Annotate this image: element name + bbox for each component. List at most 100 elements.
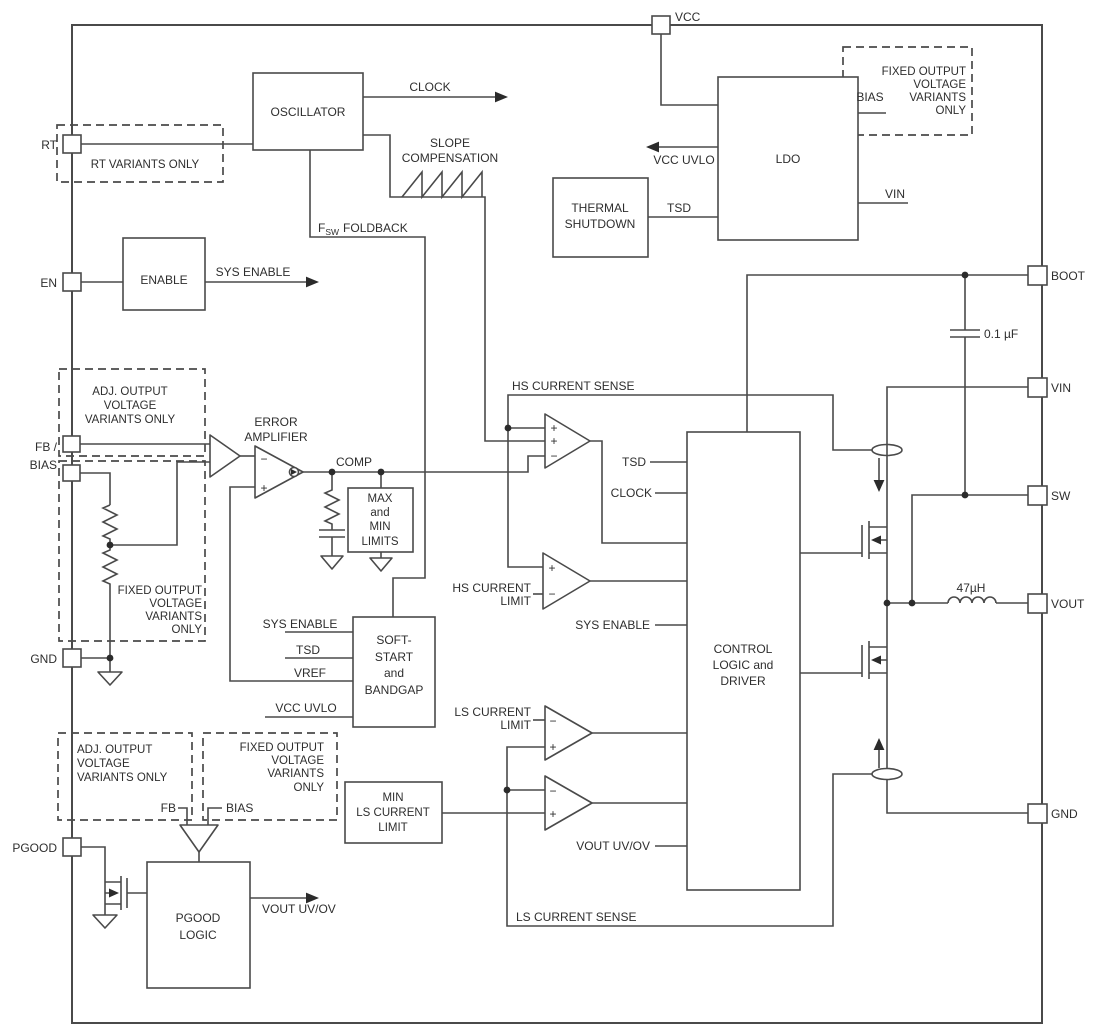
error-amplifier-symbol: [254, 445, 304, 499]
softstart-label-2: START: [375, 650, 414, 664]
gnd-wire: [81, 657, 111, 672]
pgood-fb-mux: [179, 824, 219, 853]
control-logic-driver-block: [686, 431, 801, 891]
lslim-minus-sign: −: [549, 714, 556, 728]
fixed-variants-box-mid: [58, 460, 206, 642]
lslim-plus-sign: +: [549, 740, 556, 754]
pin-sw-label: SW: [1051, 489, 1071, 503]
vref-wire: [229, 486, 353, 682]
ground-symbols: [92, 555, 393, 929]
gnd-left-pin: [62, 648, 82, 668]
minls-minus-sign: −: [549, 784, 556, 798]
min-ls-current-limit-block: [344, 781, 443, 844]
adj-bottom-label-1: ADJ. OUTPUT: [77, 744, 152, 756]
fixed-mid-label-4: ONLY: [172, 624, 203, 636]
enable-label: ENABLE: [140, 273, 187, 287]
bias-out-label: BIAS: [856, 90, 883, 104]
fixed-variants-box-bottom: [202, 732, 338, 821]
vref-label: VREF: [294, 666, 326, 680]
pwm-plus1-sign: +: [550, 421, 557, 435]
ls-current-limit-label-1: LS CURRENT: [454, 705, 531, 719]
fixed-top-label-2: VOLTAGE: [913, 79, 966, 91]
vcc-pin: [651, 15, 671, 35]
softstart-label-3: and: [384, 666, 404, 680]
soft-start-bandgap-block: [352, 616, 436, 728]
pin-rt-label: RT: [41, 138, 57, 152]
control-label-2: LOGIC and: [713, 658, 774, 672]
error-amp-label-1: ERROR: [254, 415, 298, 429]
divider-tap-wire: [110, 461, 210, 546]
sys-enable-arrow-icon: [306, 276, 319, 288]
function-blocks: [122, 72, 859, 989]
ls-current-sense-label: LS CURRENT SENSE: [516, 910, 636, 924]
sys-enable-ctrl-label: SYS ENABLE: [575, 618, 650, 632]
thermal-shutdown-block: [552, 177, 649, 258]
maxmin-label-1: MAX: [368, 493, 393, 505]
arrowheads: [306, 91, 659, 904]
vout-pin: [1027, 593, 1048, 614]
fixed-top-label-4: ONLY: [936, 105, 967, 117]
pin-pgood-label: PGOOD: [12, 841, 57, 855]
maxmin-label-4: LIMITS: [361, 536, 398, 548]
vcc-uvlo-label: VCC UVLO: [653, 153, 714, 167]
pgood-logic-label-2: LOGIC: [179, 928, 217, 942]
ea-plus-sign: +: [260, 481, 267, 495]
vin-ldo-label: VIN: [885, 187, 905, 201]
pin-boot-label: BOOT: [1051, 269, 1086, 283]
pwm-plus2-sign: +: [550, 434, 557, 448]
bias-mux-label: BIAS: [226, 801, 253, 815]
control-label-3: DRIVER: [720, 674, 766, 688]
fixed-bottom-label-4: ONLY: [294, 782, 325, 794]
minls-plus-sign: +: [549, 807, 556, 821]
pwm-output-wire: [588, 440, 687, 544]
vout-uvov-pgood-label: VOUT UV/OV: [262, 902, 336, 916]
slope-comp-wire: [363, 134, 545, 442]
pgood-mosfet: [105, 876, 147, 910]
fixed-mid-label-1: FIXED OUTPUT: [118, 585, 202, 597]
error-amp-output-buffer-tri: [291, 469, 297, 475]
slope-comp-label-2: COMPENSATION: [402, 151, 498, 165]
min-ls-comparator: [544, 775, 593, 831]
softstart-label-4: BANDGAP: [365, 683, 424, 697]
control-label-1: CONTROL: [714, 642, 773, 656]
hs-current-sense-label: HS CURRENT SENSE: [512, 379, 634, 393]
pgood-mux-wires: [178, 807, 222, 862]
pgood-ground-icon: [92, 914, 118, 929]
softstart-input-wires: [265, 631, 353, 718]
thermal-shutdown-label-1: THERMAL: [571, 201, 629, 215]
adj-mid-label-2: VOLTAGE: [104, 400, 157, 412]
ls-current-sensor-icon: [871, 767, 903, 781]
pin-gnd-left-label: GND: [30, 652, 57, 666]
pin-vin-label: VIN: [1051, 381, 1071, 395]
fb-mux-buffer: [209, 434, 241, 478]
boot-wire: [746, 274, 1028, 432]
pin-vout-label: VOUT: [1051, 597, 1085, 611]
rt-variants-label: RT VARIANTS ONLY: [91, 159, 200, 171]
rt-variants-box: [56, 124, 224, 183]
pgood-mosfet-arrow-icon: [109, 888, 119, 898]
clock-ctrl-label: CLOCK: [611, 486, 652, 500]
gnd-right-pin: [1027, 803, 1048, 824]
boot-pin: [1027, 265, 1048, 286]
sys-enable-out-label: SYS ENABLE: [216, 265, 291, 279]
hslim-minus-sign: −: [548, 587, 555, 601]
pin-gnd-right-label: GND: [1051, 807, 1078, 821]
adj-variants-box-mid: [58, 368, 206, 457]
tsd-ldo-label: TSD: [667, 201, 691, 215]
thermal-shutdown-label-2: SHUTDOWN: [565, 217, 636, 231]
rt-pin: [62, 134, 82, 154]
error-amp-label-2: AMPLIFIER: [244, 430, 308, 444]
hslim-plus-sign: +: [548, 561, 555, 575]
maxmin-label-3: MIN: [369, 521, 390, 533]
ls-mosfet: [800, 641, 887, 679]
fixed-top-label-3: VARIANTS: [909, 92, 966, 104]
adj-bottom-label-3: VARIANTS ONLY: [77, 772, 168, 784]
pwm-comparator: [544, 413, 591, 469]
comp-wire: [303, 455, 545, 473]
bias-pin: [62, 464, 81, 482]
fixed-bottom-label-2: VOLTAGE: [271, 755, 324, 767]
enable-block: [122, 237, 206, 311]
ls-current-sense-wire: [506, 746, 872, 927]
bias-divider-top-wire: [80, 472, 111, 505]
pin-squares: [62, 15, 1048, 857]
